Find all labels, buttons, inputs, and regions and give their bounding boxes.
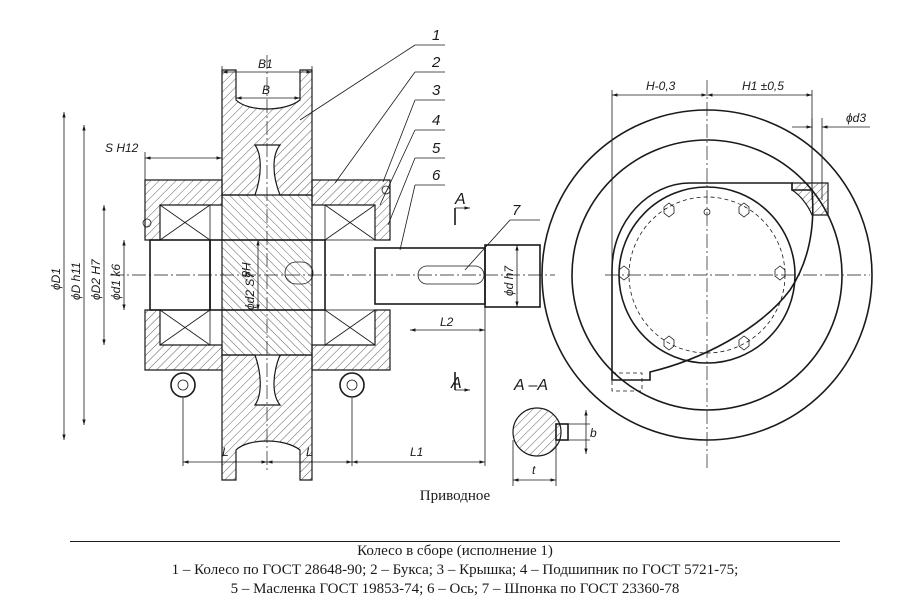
right-housing-top <box>311 179 391 241</box>
output-shaft <box>374 247 486 305</box>
right-lug <box>339 372 365 398</box>
caption-line-2: 5 – Масленка ГОСТ 19853-74; 6 – Ось; 7 –… <box>230 581 680 597</box>
callout-7: 7 <box>512 202 521 219</box>
dim-d: ϕd h7 <box>502 265 516 296</box>
callout-3: 3 <box>432 82 441 99</box>
right-bearing-top <box>324 204 376 241</box>
key-7 <box>417 265 485 285</box>
output-shaft-end <box>484 244 541 308</box>
dim-B1: B1 <box>258 57 273 71</box>
view-title: Приводное <box>419 488 491 504</box>
caption: Колесо в сборе (исполнение 1) 1 – Колесо… <box>0 542 910 599</box>
callout-6: 6 <box>432 167 441 184</box>
dim-d2-fit: H8 <box>239 262 253 278</box>
oiler-left <box>142 218 152 228</box>
dim-L-left: L <box>222 445 229 459</box>
key-slot-inner <box>284 261 314 285</box>
wheel-outer-circle <box>541 109 873 441</box>
dim-D: ϕD h11 <box>69 262 83 300</box>
callout-1: 1 <box>432 27 440 44</box>
dim-d3: ϕd3 <box>846 111 866 125</box>
dim-d2: ϕd2 S7 <box>243 271 257 310</box>
dim-d1: ϕd1 k6 <box>109 264 123 300</box>
cover-bolts <box>618 202 786 351</box>
dim-D1: ϕD1 <box>49 268 63 290</box>
right-bearing-bottom <box>324 309 376 346</box>
housing-flange <box>791 182 829 216</box>
caption-rule <box>70 541 840 542</box>
section-label: A –A <box>513 377 548 394</box>
sectional-view: A A B1 B S H12 ϕD1 ϕD h11 ϕD2 H7 ϕd1 k6 … <box>49 55 555 481</box>
dim-H1: H1 ±0,5 <box>742 79 784 93</box>
lug-hidden <box>611 372 643 392</box>
housing-outline <box>611 182 814 381</box>
caption-line-1: 1 – Колесо по ГОСТ 28648-90; 2 – Букса; … <box>171 562 739 578</box>
shaft-section <box>512 407 562 457</box>
dim-L2: L2 <box>440 315 454 329</box>
wheel-assembly-drawing: A A B1 B S H12 ϕD1 ϕD h11 ϕD2 H7 ϕd1 k6 … <box>49 27 873 486</box>
dim-H: H-0,3 <box>646 79 676 93</box>
oiler-right <box>381 185 391 195</box>
left-shaft-end <box>149 239 211 311</box>
callouts: 1 2 3 4 5 6 7 <box>299 27 540 271</box>
left-lug <box>170 372 196 398</box>
section-marker-bottom: A <box>450 375 462 392</box>
section-marker-top: A <box>454 191 466 208</box>
left-housing-bottom <box>144 309 223 371</box>
callout-2: 2 <box>431 54 441 71</box>
right-housing-bottom <box>311 309 391 371</box>
wheel-hub <box>221 194 313 356</box>
dim-t: t <box>532 463 536 477</box>
callout-5: 5 <box>432 140 441 157</box>
dim-D2: ϕD2 H7 <box>89 258 103 300</box>
dim-b: b <box>590 426 597 440</box>
wheel-rim-upper <box>221 69 313 196</box>
dim-B: B <box>262 83 270 97</box>
dim-L-mid: L <box>306 445 313 459</box>
section-A-A: A –A b t <box>512 377 597 486</box>
left-housing-top <box>144 179 223 241</box>
dim-L1: L1 <box>410 445 423 459</box>
keyway <box>555 423 569 441</box>
caption-title: Колесо в сборе (исполнение 1) <box>357 543 553 559</box>
end-view: H-0,3 H1 ±0,5 ϕd3 <box>541 79 873 470</box>
wheel-inner-circle <box>571 139 843 411</box>
dim-S: S H12 <box>105 141 139 155</box>
callout-4: 4 <box>432 112 440 129</box>
wheel-rim-lower <box>221 354 313 481</box>
